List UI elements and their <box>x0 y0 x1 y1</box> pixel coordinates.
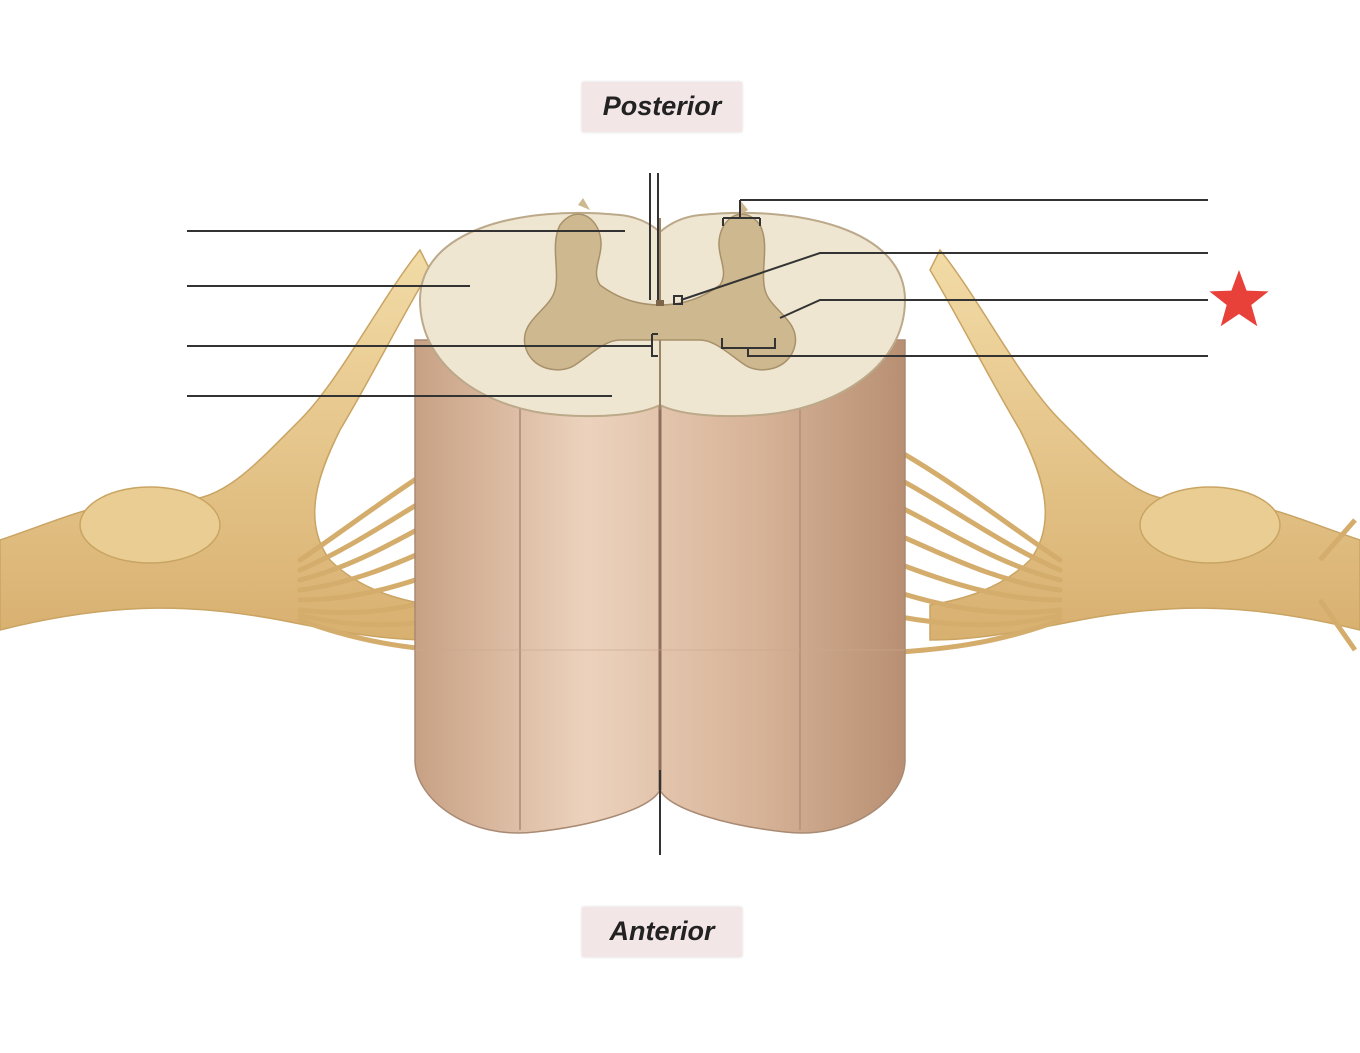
right-spinal-nerve <box>857 248 1360 658</box>
spinal-cord-body <box>414 339 906 834</box>
cross-section <box>418 198 907 418</box>
posterior-label: Posterior <box>582 82 742 132</box>
anterior-label: Anterior <box>582 907 742 957</box>
leader-line-right-2 <box>680 252 1208 301</box>
star-icon <box>1209 270 1269 327</box>
leader-line-right-3 <box>779 299 1208 319</box>
leader-lines <box>187 173 1208 855</box>
central-canal <box>656 300 664 306</box>
leader-line-right-4 <box>747 348 1208 357</box>
